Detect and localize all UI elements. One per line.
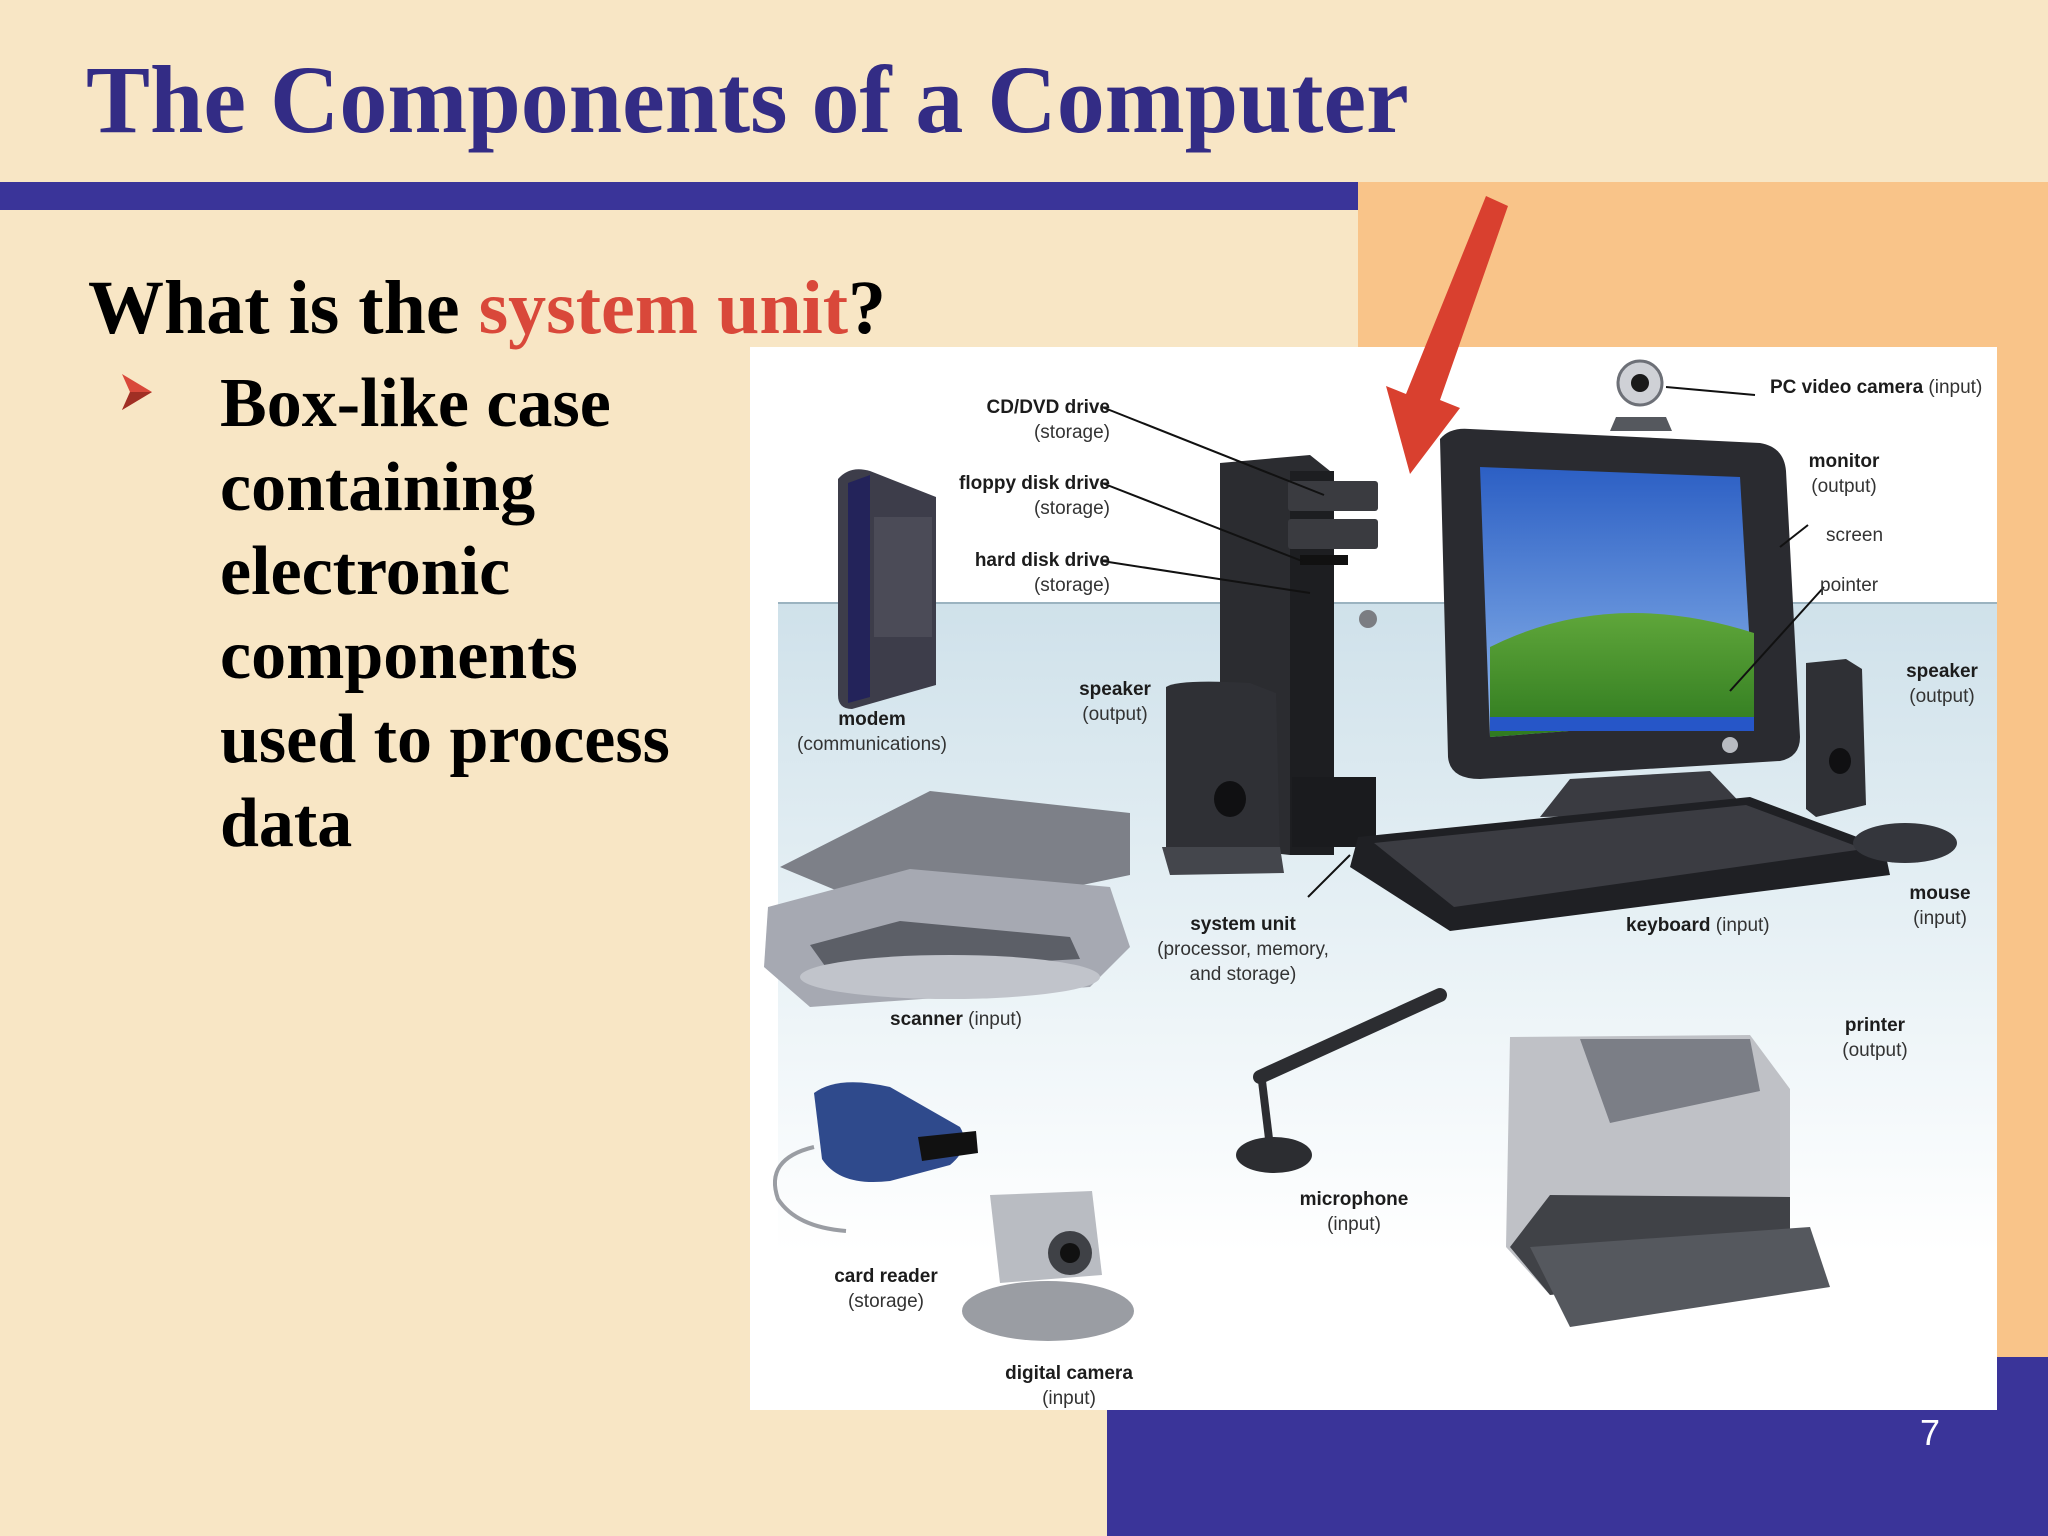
label-sub: (storage) <box>847 1291 925 1312</box>
label-cd-dvd-drive: CD/DVD drive (storage) <box>930 395 1110 445</box>
label-sub: (input) <box>968 1009 1023 1030</box>
label-name: PC video camera <box>1770 377 1924 398</box>
label-sub: and storage) <box>1189 964 1297 985</box>
label-microphone: microphone (input) <box>1290 1187 1418 1237</box>
label-monitor: monitor (output) <box>1804 449 1884 499</box>
label-card-reader: card reader (storage) <box>826 1264 946 1314</box>
bullet-line: data <box>220 785 353 862</box>
label-name: mouse <box>1909 883 1971 904</box>
label-name: scanner <box>890 1009 963 1030</box>
leader-lines <box>1101 386 1825 898</box>
webcam-device <box>1610 359 1672 431</box>
page-number: 7 <box>1919 1412 1941 1453</box>
label-sub: (processor, memory, <box>1157 939 1329 960</box>
label-sub: (storage) <box>1033 498 1110 519</box>
label-mouse: mouse (input) <box>1900 881 1980 931</box>
label-sub: (input) <box>1715 915 1770 936</box>
label-name: printer <box>1844 1015 1906 1036</box>
bullet-line: containing <box>220 449 536 526</box>
label-sub: (input) <box>1928 377 1983 398</box>
label-name: keyboard <box>1626 915 1711 936</box>
label-name: floppy disk drive <box>959 473 1110 494</box>
label-modem: modem (communications) <box>780 707 964 757</box>
digital-camera-device <box>962 1191 1134 1341</box>
label-speaker-left: speaker (output) <box>1060 677 1170 727</box>
label-sub: (input) <box>1042 1388 1096 1409</box>
bullet-line: Box-like case <box>220 365 611 442</box>
label-name: CD/DVD drive <box>986 397 1110 418</box>
label-keyboard: keyboard (input) <box>1626 913 1770 938</box>
label-pc-video-camera: PC video camera (input) <box>1770 375 1982 400</box>
label-floppy-disk-drive: floppy disk drive (storage) <box>900 471 1110 521</box>
label-pointer: pointer <box>1820 573 1878 598</box>
bullet-text: Box-like case containing electronic comp… <box>220 362 740 866</box>
label-name: speaker <box>1079 679 1151 700</box>
modem-device <box>838 469 936 709</box>
microphone-device <box>1236 988 1447 1173</box>
bullet-line: electronic <box>220 533 511 610</box>
mouse-device <box>1853 823 1957 863</box>
monitor-device <box>1440 428 1800 817</box>
computer-illustration <box>750 347 1997 1341</box>
label-name: card reader <box>834 1266 938 1287</box>
label-sub: (communications) <box>797 734 947 755</box>
bullet-arrow-icon <box>122 374 152 410</box>
red-pointer-arrow-icon <box>1386 196 1508 474</box>
label-digital-camera: digital camera (input) <box>1004 1361 1134 1410</box>
printer-device <box>1506 1035 1830 1327</box>
label-sub: (storage) <box>1033 422 1110 443</box>
label-name: speaker <box>1906 661 1978 682</box>
card-reader-device <box>772 1082 978 1233</box>
computer-components-figure: CD/DVD drive (storage) floppy disk drive… <box>750 347 1997 1410</box>
right-speaker <box>1806 659 1866 817</box>
title-underline-bar <box>0 182 1358 210</box>
label-sub: (output) <box>1811 476 1877 497</box>
label-sub: (output) <box>1842 1040 1908 1061</box>
label-name: pointer <box>1820 575 1879 596</box>
label-sub: (input) <box>1327 1214 1381 1235</box>
label-hard-disk-drive: hard disk drive (storage) <box>900 548 1110 598</box>
label-printer: printer (output) <box>1830 1013 1920 1063</box>
label-name: monitor <box>1808 451 1880 472</box>
label-sub: (input) <box>1913 908 1967 929</box>
label-screen: screen <box>1826 523 1883 548</box>
label-sub: (output) <box>1082 704 1148 725</box>
question-prefix: What is the <box>88 266 479 350</box>
label-sub: (storage) <box>1033 575 1110 596</box>
left-speaker <box>1162 681 1284 875</box>
scanner-device <box>764 791 1130 1007</box>
keyboard-device <box>1350 797 1890 931</box>
label-name: digital camera <box>1005 1363 1133 1384</box>
label-name: modem <box>838 709 906 730</box>
question-suffix: ? <box>848 266 887 350</box>
label-name: microphone <box>1299 1189 1409 1210</box>
question-highlight: system unit <box>478 266 849 350</box>
question-heading: What is the system unit? <box>88 262 886 354</box>
label-system-unit: system unit (processor, memory, and stor… <box>1150 912 1336 987</box>
label-name: system unit <box>1190 914 1296 935</box>
slide-title: The Components of a Computer <box>86 46 1409 153</box>
label-sub: (output) <box>1909 686 1975 707</box>
bullet-line: components <box>220 617 578 694</box>
label-scanner: scanner (input) <box>890 1007 1022 1032</box>
label-name: screen <box>1826 525 1884 546</box>
bullet-line: used to process <box>220 701 670 778</box>
label-name: hard disk drive <box>974 550 1110 571</box>
label-speaker-right: speaker (output) <box>1902 659 1982 709</box>
